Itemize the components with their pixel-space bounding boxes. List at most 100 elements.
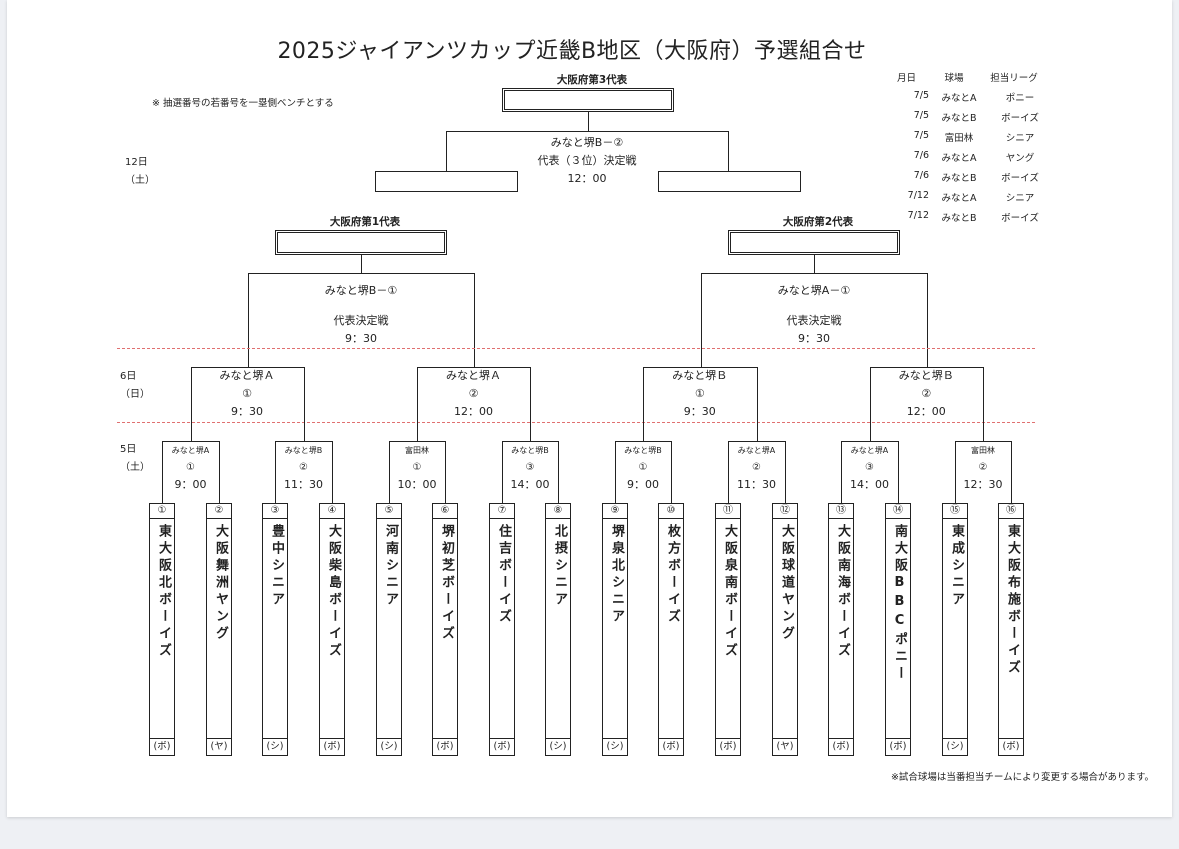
day-12-label: 12日（土）	[125, 157, 155, 186]
team-number: ⑪	[716, 504, 740, 519]
team-number: ⑮	[943, 504, 967, 519]
team-league: (シ)	[603, 738, 627, 755]
team-league: (ボ)	[716, 738, 740, 755]
left-final-info: みなと堺B－① 代表決定戦 9：30	[324, 284, 398, 345]
third-rep-box	[502, 88, 674, 112]
team-entry: ⑫ 大阪球道ヤング (ヤ)	[772, 503, 798, 756]
team-league: (ボ)	[490, 738, 514, 755]
team-entry: ⑮ 東成シニア (シ)	[942, 503, 968, 756]
team-entry: ⑪ 大阪泉南ボーイズ (ボ)	[715, 503, 741, 756]
team-number: ⑯	[999, 504, 1023, 519]
team-entry: ⑨ 堺泉北シニア (シ)	[602, 503, 628, 756]
team-name: 南大阪BBCポニー	[892, 524, 907, 683]
team-league: (ヤ)	[773, 738, 797, 755]
team-league: (ボ)	[433, 738, 457, 755]
third-game-info: みなと堺B－② 代表（３位）決定戦 12：00	[537, 136, 637, 185]
second-rep-box	[728, 230, 900, 255]
day-6-label: 6日（日）	[120, 371, 150, 400]
team-name: 東大阪布施ボーイズ	[1005, 524, 1020, 677]
right-final-info: みなと堺A－① 代表決定戦 9：30	[777, 284, 851, 345]
team-entry: ⑤ 河南シニア (シ)	[376, 503, 402, 756]
day-5-label: 5日（土）	[120, 444, 150, 473]
team-league: (シ)	[263, 738, 287, 755]
team-league: (シ)	[546, 738, 570, 755]
team-league: (シ)	[943, 738, 967, 755]
team-number: ⑤	[377, 504, 401, 519]
team-number: ①	[150, 504, 174, 519]
team-league: (ボ)	[150, 738, 174, 755]
second-rep-label: 大阪府第2代表	[782, 216, 854, 228]
team-league: (ボ)	[886, 738, 910, 755]
team-entry: ① 東大阪北ボーイズ (ボ)	[149, 503, 175, 756]
team-league: (ボ)	[659, 738, 683, 755]
footer-note: ※試合球場は当番担当チームにより変更する場合があります。	[890, 772, 1154, 783]
team-league: (シ)	[377, 738, 401, 755]
team-name: 堺初芝ボーイズ	[439, 524, 454, 643]
team-number: ③	[263, 504, 287, 519]
page-title: 2025ジャイアンツカップ近畿B地区（大阪府）予選組合せ	[277, 39, 867, 64]
team-entry: ③ 豊中シニア (シ)	[262, 503, 288, 756]
team-entry: ⑭ 南大阪BBCポニー (ボ)	[885, 503, 911, 756]
team-entry: ⑬ 大阪南海ボーイズ (ボ)	[828, 503, 854, 756]
team-name: 河南シニア	[383, 524, 398, 609]
team-name: 大阪球道ヤング	[779, 524, 794, 643]
team-league: (ボ)	[320, 738, 344, 755]
team-entry: ⑦ 住吉ボーイズ (ボ)	[489, 503, 515, 756]
team-name: 大阪泉南ボーイズ	[722, 524, 737, 660]
team-name: 堺泉北シニア	[609, 524, 624, 626]
team-name: 大阪南海ボーイズ	[835, 524, 850, 660]
team-entry: ⑯ 東大阪布施ボーイズ (ボ)	[998, 503, 1024, 756]
team-name: 住吉ボーイズ	[496, 524, 511, 626]
team-entry: ⑥ 堺初芝ボーイズ (ボ)	[432, 503, 458, 756]
team-number: ②	[207, 504, 231, 519]
team-number: ⑭	[886, 504, 910, 519]
team-name: 大阪柴島ボーイズ	[326, 524, 341, 660]
first-rep-label: 大阪府第1代表	[329, 216, 401, 228]
team-number: ⑩	[659, 504, 683, 519]
team-number: ⑦	[490, 504, 514, 519]
team-entry: ⑧ 北摂シニア (シ)	[545, 503, 571, 756]
team-number: ⑫	[773, 504, 797, 519]
divider-day6-top	[117, 348, 1035, 349]
bench-note: ※ 抽選番号の若番号を一塁側ベンチとする	[152, 98, 334, 109]
team-number: ⑧	[546, 504, 570, 519]
team-entry: ④ 大阪柴島ボーイズ (ボ)	[319, 503, 345, 756]
team-name: 北摂シニア	[552, 524, 567, 609]
team-number: ⑨	[603, 504, 627, 519]
team-number: ④	[320, 504, 344, 519]
bracket-sheet: 2025ジャイアンツカップ近畿B地区（大阪府）予選組合せ ※ 抽選番号の若番号を…	[7, 0, 1172, 817]
team-number: ⑥	[433, 504, 457, 519]
team-league: (ボ)	[829, 738, 853, 755]
schedule-header: 月日 球場 担当リーグ	[897, 73, 1038, 84]
first-rep-box	[275, 230, 447, 255]
team-league: (ボ)	[999, 738, 1023, 755]
team-league: (ヤ)	[207, 738, 231, 755]
team-name: 東成シニア	[949, 524, 964, 609]
third-game-slot-left	[375, 171, 518, 192]
team-entry: ⑩ 枚方ボーイズ (ボ)	[658, 503, 684, 756]
divider-day6-bottom	[117, 422, 1035, 423]
third-game-slot-right	[658, 171, 801, 192]
team-name: 枚方ボーイズ	[665, 524, 680, 626]
team-name: 豊中シニア	[269, 524, 284, 609]
